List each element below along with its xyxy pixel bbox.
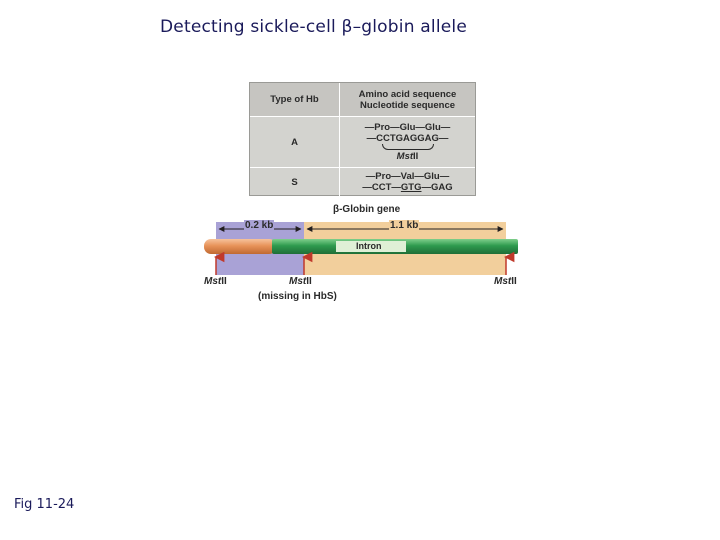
hb-type-a: A <box>250 117 340 167</box>
hbs-nucleotides-part-1: —CCT— <box>362 182 401 193</box>
hba-mst-prefix: Mst <box>396 151 414 162</box>
hbs-sequences: —Pro—Val—Glu— —CCT—GTG—GAG <box>340 168 475 196</box>
hb-type-s: S <box>250 168 340 196</box>
mstii-left-suffix: II <box>221 276 227 287</box>
hbs-nucleotides-part-3: —GAG <box>421 182 453 193</box>
mstii-right-suffix: II <box>511 276 517 287</box>
mstii-label-left: MstII <box>204 276 227 287</box>
table-header-row: Type of Hb Amino acid sequence Nucleotid… <box>250 83 475 117</box>
header-sequences: Amino acid sequence Nucleotide sequence <box>340 83 475 116</box>
header-type-of-hb: Type of Hb <box>250 83 340 116</box>
hb-sequence-table: Type of Hb Amino acid sequence Nucleotid… <box>249 82 476 196</box>
beta-globin-gene-label: β-Globin gene <box>333 204 401 215</box>
header-amino-acid-sequence: Amino acid sequence <box>358 88 457 100</box>
header-nucleotide-sequence: Nucleotide sequence <box>359 99 456 111</box>
hba-sequences: —Pro—Glu—Glu— —CCTGAGGAG— MstII <box>340 117 475 167</box>
missing-in-hbs-note: (missing in HbS) <box>258 291 337 302</box>
mstii-right-prefix: Mst <box>494 276 512 287</box>
label-1-1kb: 1.1 kb <box>389 220 420 231</box>
flank-region-bar <box>204 239 276 254</box>
hbs-nucleotides: —CCT—GTG—GAG <box>362 182 452 193</box>
hba-mst-suffix: II <box>413 151 419 162</box>
mstii-middle-prefix: Mst <box>289 276 307 287</box>
figure-label: Fig 11-24 <box>14 497 75 512</box>
table-row-hbs: S —Pro—Val—Glu— —CCT—GTG—GAG <box>250 168 475 196</box>
hba-nucleotides: —CCTGAGGAG— <box>366 133 449 144</box>
hbs-amino-acids: —Pro—Val—Glu— <box>365 171 450 182</box>
mstii-left-prefix: Mst <box>204 276 222 287</box>
hba-mstii-site-label: MstII <box>397 151 419 162</box>
table-row-hba: A —Pro—Glu—Glu— —CCTGAGGAG— MstII <box>250 117 475 168</box>
label-0-2kb: 0.2 kb <box>244 220 275 231</box>
slide-title: Detecting sickle-cell β–globin allele <box>160 17 467 37</box>
mstii-label-middle: MstII <box>289 276 312 287</box>
mstii-label-right: MstII <box>494 276 517 287</box>
hbs-mutated-codon: GTG <box>400 182 422 193</box>
intron-box <box>336 241 406 252</box>
hba-amino-acids: —Pro—Glu—Glu— <box>364 122 451 133</box>
intron-label: Intron <box>356 241 382 251</box>
mstii-site-bracket <box>381 144 434 150</box>
mstii-middle-suffix: II <box>306 276 312 287</box>
